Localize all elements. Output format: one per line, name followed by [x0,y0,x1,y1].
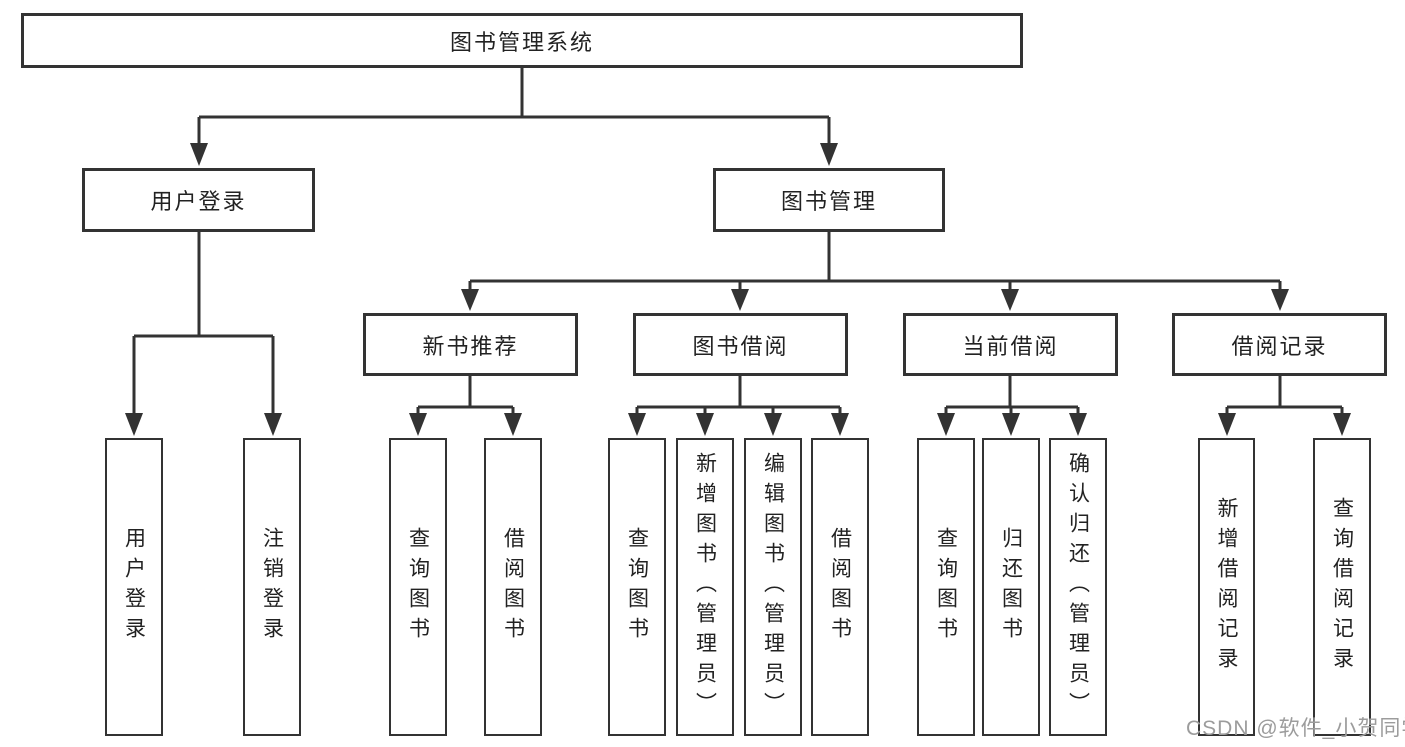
arrowhead [461,289,479,311]
node-label: 当前借阅 [962,333,1059,359]
node-label: 图书管理系统 [449,29,594,55]
connector-book-management-to-level3 [461,232,1289,311]
leaf-add-book-admin: 新增图书（管理员） [676,438,734,736]
leaf-label: 查询图书 [625,527,649,647]
arrowhead [504,413,522,436]
node-label: 用户登录 [150,189,247,214]
node-label: 图书借阅 [692,333,789,359]
node-book-management: 图书管理 [713,168,945,232]
connector-borrow-record-to-leaves [1218,376,1351,436]
leaf-label: 新增借阅记录 [1215,497,1238,677]
connector-new-book-to-leaves [409,376,522,436]
arrowhead [125,413,143,436]
leaf-label: 查询图书 [406,527,430,647]
leaf-label: 确认归还（管理员） [1066,452,1090,722]
leaf-confirm-return-admin: 确认归还（管理员） [1049,438,1107,736]
arrowhead [696,413,714,436]
node-label: 借阅记录 [1231,333,1328,359]
node-label: 图书管理 [780,189,877,214]
arrowhead [1001,289,1019,311]
leaf-query-books-borrow: 查询图书 [608,438,666,736]
connector-book-borrow-to-leaves [628,376,849,436]
connector-current-borrow-to-leaves [937,376,1087,436]
leaf-user-login: 用户登录 [105,438,163,736]
leaf-label: 查询图书 [934,527,958,647]
node-new-book-recommend: 新书推荐 [363,313,578,376]
leaf-add-borrow-record: 新增借阅记录 [1198,438,1255,736]
arrowhead [1218,413,1236,436]
watermark: CSDN @软件_小贺同学 [1186,717,1405,740]
arrowhead [1271,289,1289,311]
leaf-label: 用户登录 [122,527,146,647]
connector-root-to-level2 [190,68,838,166]
leaf-borrow-books-recommend: 借阅图书 [484,438,542,736]
node-label: 新书推荐 [422,333,519,359]
leaf-query-books-current: 查询图书 [917,438,975,736]
arrowhead [820,143,838,166]
arrowhead [628,413,646,436]
arrowhead [937,413,955,436]
arrowhead [731,289,749,311]
arrowhead [409,413,427,436]
node-book-borrow: 图书借阅 [633,313,848,376]
arrowhead [1069,413,1087,436]
leaf-label: 编辑图书（管理员） [761,452,785,722]
arrowhead [764,413,782,436]
node-borrow-record: 借阅记录 [1172,313,1387,376]
leaf-borrow-book: 借阅图书 [811,438,869,736]
arrowhead [1002,413,1020,436]
leaf-logout-login: 注销登录 [243,438,301,736]
leaf-label: 借阅图书 [501,527,525,647]
leaf-label: 查询借阅记录 [1330,497,1354,677]
leaf-return-book: 归还图书 [982,438,1040,736]
leaf-label: 借阅图书 [828,527,852,647]
arrowhead [264,413,282,436]
arrowhead [1333,413,1351,436]
leaf-label: 新增图书（管理员） [693,452,717,722]
leaf-edit-book-admin: 编辑图书（管理员） [744,438,802,736]
arrowhead [190,143,208,166]
node-user-login: 用户登录 [82,168,315,232]
node-library-management-system: 图书管理系统 [21,13,1023,68]
leaf-query-books-recommend: 查询图书 [389,438,447,736]
leaf-query-borrow-record: 查询借阅记录 [1313,438,1371,736]
arrowhead [831,413,849,436]
leaf-label: 注销登录 [260,527,284,647]
leaf-label: 归还图书 [999,527,1023,647]
connector-user-login-to-leaves [125,232,282,436]
node-current-borrow: 当前借阅 [903,313,1118,376]
